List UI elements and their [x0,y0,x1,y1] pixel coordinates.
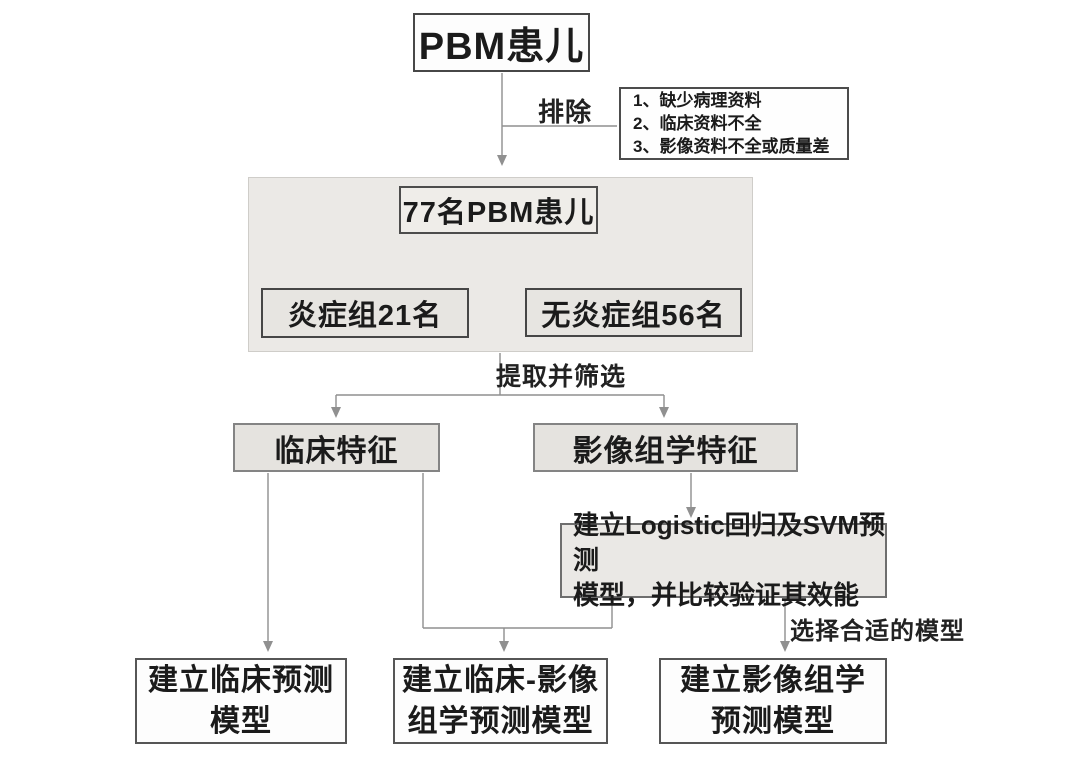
exclusion-item-1: 1、缺少病理资料 [633,91,762,110]
node-clinical-model-line2: 模型 [210,705,272,738]
node-clinical-model-line1: 建立临床预测 [148,664,334,697]
node-radiomics-features-label: 影像组学特征 [572,434,759,468]
node-model-building: 建立Logistic回归及SVM预测 模型，并比较验证其效能 [560,510,887,610]
exclusion-criteria-box: 1、缺少病理资料 2、临床资料不全 3、影像资料不全或质量差 [619,87,849,160]
node-radiomics-model-line2: 预测模型 [711,705,835,738]
node-inflammation-group-label: 炎症组21名 [287,300,443,332]
node-clinical-model: 建立临床预测 模型 [135,658,347,744]
node-cohort-77-label: 77名PBM患儿 [402,197,595,229]
node-combined-model-line1: 建立临床-影像 [402,664,599,697]
node-radiomics-model: 建立影像组学 预测模型 [659,658,887,744]
node-no-inflammation-group: 无炎症组56名 [525,288,742,337]
edge-label-select-model: 选择合适的模型 [790,618,965,645]
edge-label-exclude: 排除 [538,97,593,127]
node-pbm-patients-label: PBM患儿 [418,26,585,68]
exclusion-item-2: 2、临床资料不全 [633,114,762,133]
node-pbm-patients: PBM患儿 [413,13,590,72]
exclusion-item-3: 3、影像资料不全或质量差 [633,137,830,156]
node-radiomics-model-line1: 建立影像组学 [680,664,866,697]
node-clinical-features-label: 临床特征 [274,434,399,468]
node-combined-model: 建立临床-影像 组学预测模型 [393,658,608,744]
node-combined-model-line2: 组学预测模型 [407,705,594,738]
node-cohort-77: 77名PBM患儿 [399,186,598,234]
node-radiomics-features: 影像组学特征 [533,423,798,472]
edge-label-extract-filter: 提取并筛选 [496,363,627,391]
node-model-building-line2: 模型，并比较验证其效能 [573,580,860,610]
node-inflammation-group: 炎症组21名 [261,288,469,338]
node-clinical-features: 临床特征 [233,423,440,472]
node-model-building-line1: 建立Logistic回归及SVM预测 [573,510,886,575]
node-no-inflammation-group-label: 无炎症组56名 [541,299,726,332]
